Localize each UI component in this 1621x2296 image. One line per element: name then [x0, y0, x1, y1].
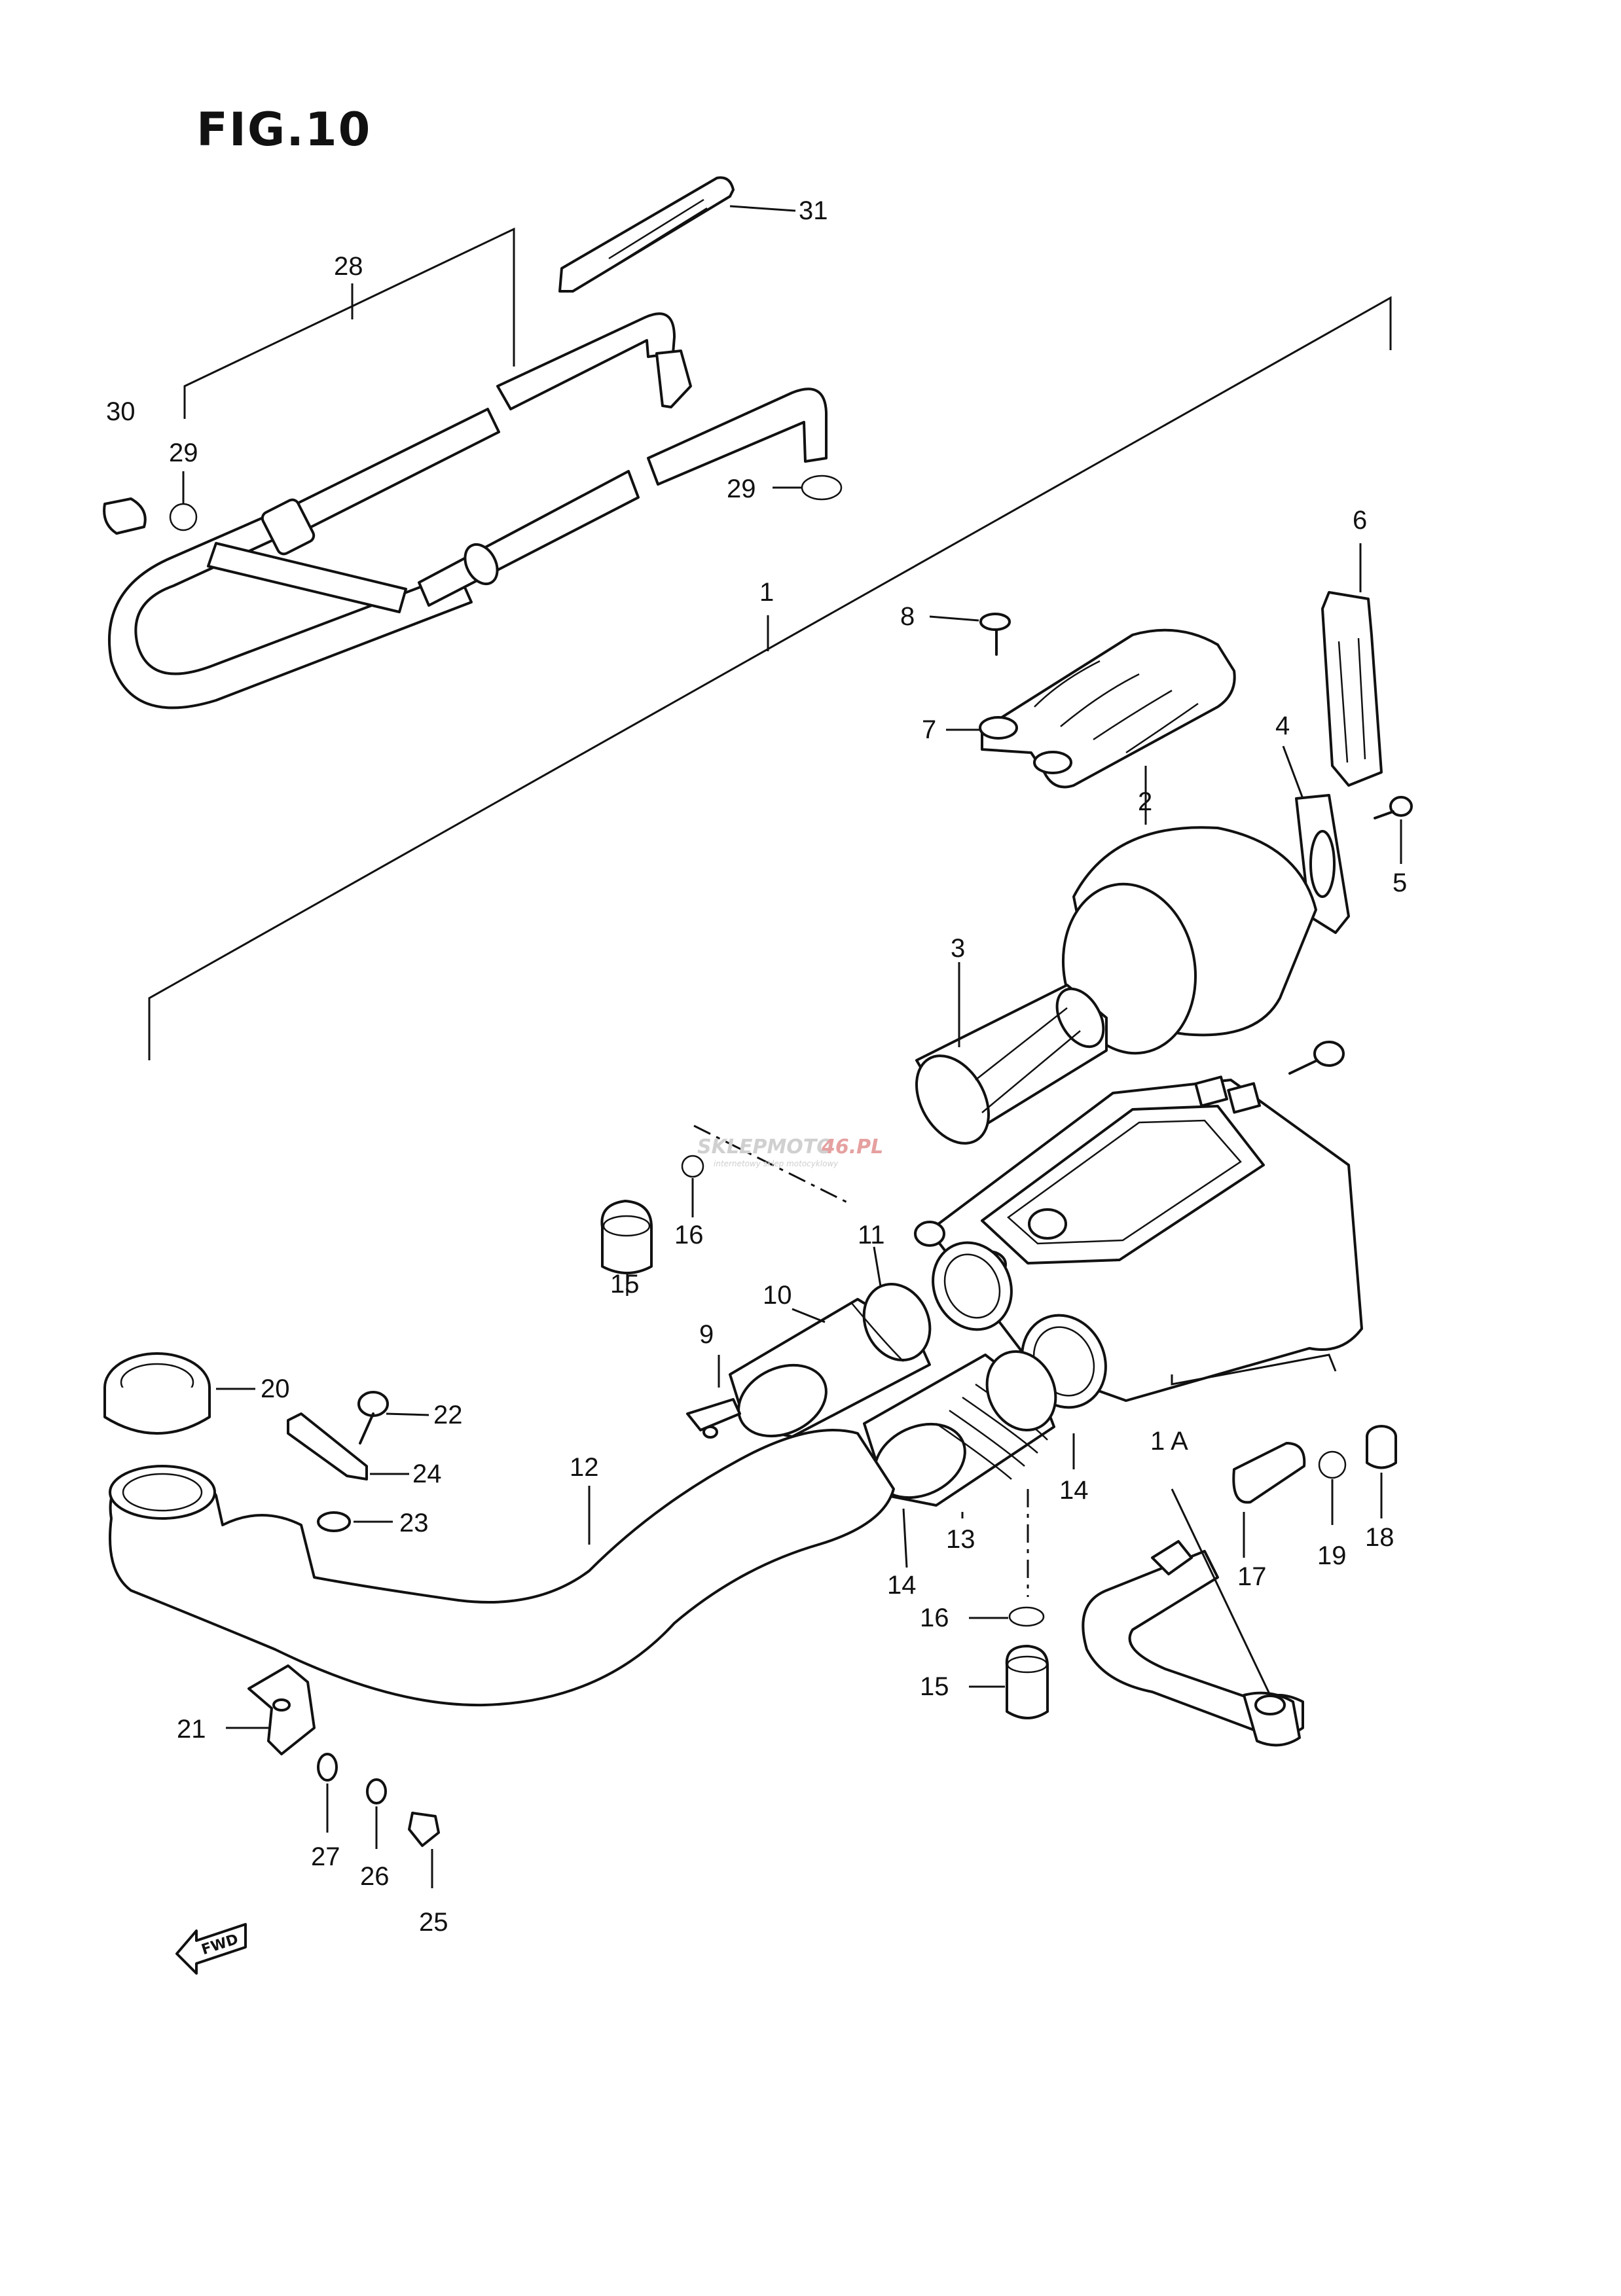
- callout-23: 23: [399, 1509, 429, 1537]
- watermark: SKLEPMOTO 46.PL internetowy sklep motocy…: [697, 1136, 883, 1168]
- callout-13: 13: [946, 1525, 975, 1554]
- callout-4: 4: [1275, 711, 1290, 740]
- callout-12: 12: [570, 1453, 599, 1482]
- watermark-brand-a: SKLEPMOTO: [697, 1136, 833, 1158]
- callout-1: 1: [759, 578, 774, 607]
- callout-15a: 15: [610, 1270, 640, 1299]
- callout-numbers: 1 1 A 2 3 4 5 6 7 8 9 10 11 12 13 14 14 …: [106, 196, 1407, 1937]
- callout-16a: 16: [674, 1221, 704, 1249]
- callout-9: 9: [699, 1320, 714, 1349]
- intake-duct-10: [686, 1246, 932, 1439]
- callout-5: 5: [1393, 869, 1407, 897]
- callout-3: 3: [951, 934, 965, 963]
- callout-14b: 14: [1059, 1476, 1089, 1505]
- forward-direction-arrow: FWD: [175, 1923, 247, 1975]
- callout-17: 17: [1237, 1562, 1267, 1591]
- callout-10: 10: [763, 1281, 792, 1310]
- callout-26: 26: [360, 1862, 390, 1891]
- callout-31: 31: [799, 196, 828, 225]
- watermark-tagline: internetowy sklep motocyklowy: [714, 1159, 839, 1168]
- callout-6: 6: [1353, 506, 1367, 535]
- intake-duct-13: [863, 1350, 1075, 1568]
- funnel-part: [915, 962, 1108, 1145]
- assembly-bracket: [148, 296, 1392, 1060]
- callout-14a: 14: [887, 1571, 917, 1600]
- callout-21: 21: [177, 1715, 206, 1744]
- air-box-housing: [914, 1041, 1363, 1409]
- callout-7: 7: [922, 715, 936, 744]
- callout-19: 19: [1317, 1541, 1347, 1570]
- drain-caps-and-clips: [600, 1124, 1049, 1719]
- filter-lid-group: [929, 613, 1236, 789]
- watermark-brand-b: 46.PL: [821, 1136, 883, 1158]
- drain-hose-assembly: [1082, 1425, 1397, 1747]
- callout-1a: 1 A: [1150, 1427, 1188, 1456]
- callout-27: 27: [311, 1842, 340, 1871]
- callout-8: 8: [900, 602, 915, 631]
- fastener-set: [317, 1753, 440, 1888]
- breather-hose-assembly: [103, 176, 843, 709]
- figure-title: FIG.10: [196, 103, 371, 156]
- callout-30: 30: [106, 397, 136, 426]
- callout-15b: 15: [920, 1672, 949, 1701]
- callout-20: 20: [261, 1374, 290, 1403]
- callout-25: 25: [419, 1908, 448, 1937]
- callout-16b: 16: [920, 1604, 949, 1632]
- callout-29a: 29: [169, 439, 198, 467]
- callout-24: 24: [412, 1460, 442, 1488]
- callout-28: 28: [334, 252, 363, 281]
- callout-2: 2: [1138, 787, 1152, 816]
- callout-11: 11: [858, 1221, 885, 1249]
- callout-29b: 29: [727, 475, 756, 503]
- callout-22: 22: [433, 1401, 463, 1429]
- callout-18: 18: [1365, 1523, 1394, 1552]
- long-intake-duct: [103, 1352, 895, 1755]
